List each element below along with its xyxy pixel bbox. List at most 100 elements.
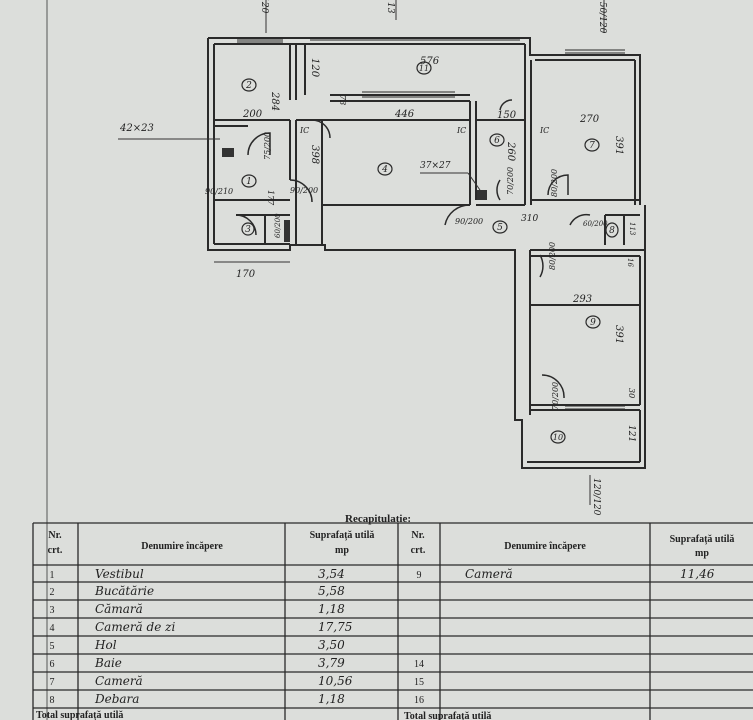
door-90-200-b: 90/200 — [455, 217, 483, 226]
dim-576: 576 — [420, 56, 440, 67]
room-label-5: 5 — [497, 223, 503, 233]
left-row-area: 1,18 — [318, 602, 345, 616]
left-row-area: 3,50 — [318, 638, 345, 652]
dim-121: 121 — [626, 425, 636, 442]
dim-120: 120 — [309, 58, 320, 78]
door-labels: 75/200 90/210 60/200 90/200 90/200 70/20… — [205, 132, 608, 410]
door-80-b: 80/200 — [548, 242, 557, 270]
header-nr-right-2: crt. — [411, 545, 426, 556]
header-area-left-1: Suprafață utilă — [310, 530, 375, 541]
duct-blocks — [222, 148, 487, 242]
left-row-nr: 7 — [50, 677, 55, 688]
left-row-name: Hol — [94, 638, 117, 652]
dim-293: 293 — [572, 294, 592, 305]
door-70: 70/200 — [506, 167, 515, 195]
dim-398: 398 — [309, 145, 320, 164]
dim-170: 170 — [236, 269, 256, 280]
left-row-nr: 2 — [50, 587, 55, 598]
left-row-area: 5,58 — [318, 584, 345, 598]
left-row-name: Bucătărie — [94, 584, 154, 598]
left-row-name: Debara — [94, 692, 139, 706]
header-area-left-2: mp — [335, 545, 349, 556]
top-mark-right: 150/120 — [597, 0, 607, 34]
room-label-6: 6 — [494, 136, 500, 146]
left-row-nr: 8 — [50, 695, 55, 706]
left-row-nr: 1 — [50, 570, 55, 581]
plan-windows — [237, 39, 625, 410]
left-row-name: Cameră — [95, 674, 143, 688]
dim-270: 270 — [579, 114, 600, 125]
dim-177: 177 — [266, 190, 275, 206]
right-row-area: 11,46 — [680, 567, 715, 581]
top-mark-left: 120/120 — [259, 0, 269, 14]
room-label-4: 4 — [381, 165, 388, 175]
room-label-10: 10 — [553, 433, 563, 442]
header-area-right-2: mp — [695, 548, 709, 559]
room-markers — [241, 61, 619, 444]
header-nr-left-1: Nr. — [48, 530, 62, 541]
dim-310: 310 — [521, 214, 538, 224]
left-row-name: Baie — [94, 656, 122, 670]
left-row-name: Cameră de zi — [95, 620, 175, 634]
left-row-name: Vestibul — [95, 567, 144, 581]
header-area-right-1: Suprafață utilă — [670, 534, 735, 545]
left-row-name: Cămară — [95, 602, 143, 616]
ic-label-2: IC — [456, 126, 466, 135]
dim-391-top: 391 — [613, 136, 624, 155]
recap-table — [32, 522, 753, 720]
left-row-area: 17,75 — [318, 620, 352, 634]
left-row-area: 10,56 — [318, 674, 353, 688]
left-row-nr: 3 — [50, 605, 55, 616]
header-name-right: Denumire încăpere — [504, 541, 586, 552]
door-60-b: 60/200 — [583, 220, 608, 228]
door-80-a: 80/200 — [550, 169, 559, 197]
door-75: 75/200 — [263, 132, 272, 160]
dim-260: 260 — [505, 141, 516, 162]
door-90-210: 90/210 — [205, 187, 233, 196]
left-row-area: 1,18 — [318, 692, 345, 706]
top-mark-mid: 13 — [385, 2, 395, 14]
room-label-9: 9 — [590, 318, 596, 328]
ic-label-1: IC — [299, 126, 309, 135]
room-label-2: 2 — [245, 81, 252, 91]
right-row-nr: 9 — [417, 570, 422, 581]
dim-73: 73 — [338, 95, 347, 105]
dim-37x27: 37×27 — [420, 161, 451, 171]
dim-lines — [118, 0, 605, 505]
dimension-labels: 120/120 13 150/120 284 200 120 576 73 44… — [119, 0, 636, 516]
room-label-7: 7 — [589, 141, 595, 151]
right-row-name: Cameră — [465, 567, 513, 581]
room-label-11: 11 — [419, 64, 429, 73]
plan-walls — [207, 37, 646, 469]
header-nr-left-2: crt. — [48, 545, 63, 556]
header-name-left: Denumire încăpere — [141, 541, 223, 552]
dim-446: 446 — [394, 109, 415, 120]
room-numbers: 2 1 3 4 5 6 7 8 9 10 11 — [245, 64, 615, 442]
right-row-nr: 14 — [414, 659, 424, 670]
dim-113: 113 — [628, 222, 636, 236]
dim-42x23: 42×23 — [119, 123, 154, 134]
right-row-nr: 16 — [414, 695, 424, 706]
door-swings — [235, 99, 591, 399]
left-row-nr: 5 — [50, 641, 55, 652]
ic-label-3: IC — [539, 126, 549, 135]
dim-391-bottom: 391 — [613, 325, 624, 344]
door-70-b: 70/200 — [551, 382, 560, 410]
dim-200: 200 — [242, 109, 263, 120]
total-label-left: Total suprafață utilă — [36, 710, 123, 720]
room-label-8: 8 — [609, 226, 615, 236]
right-row-nr: 15 — [414, 677, 424, 688]
left-row-area: 3,54 — [318, 567, 345, 581]
room-label-3: 3 — [245, 225, 251, 235]
room-label-1: 1 — [246, 177, 252, 187]
door-90-200-a: 90/200 — [290, 186, 318, 195]
left-row-nr: 4 — [50, 623, 55, 634]
dim-150: 150 — [497, 110, 517, 121]
dim-30: 30 — [627, 388, 636, 398]
recap-headers: Nr. crt. Denumire încăpere Suprafață uti… — [48, 530, 735, 559]
total-label-right: Total suprafață utilă — [404, 711, 491, 720]
bottom-mark: 120/120 — [591, 478, 601, 516]
dim-16: 16 — [626, 258, 634, 267]
